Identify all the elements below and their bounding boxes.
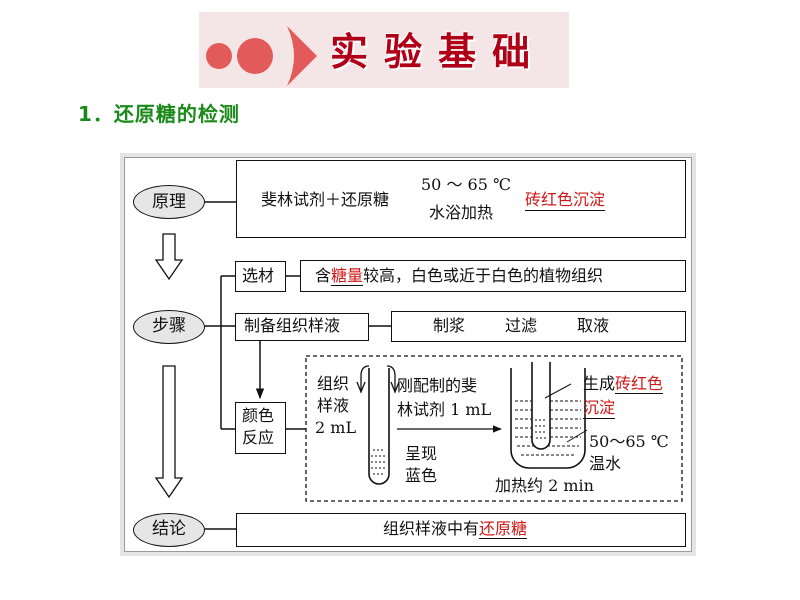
- banner-decoration-icon: [206, 26, 317, 86]
- sample-text: 样液: [317, 396, 350, 415]
- select-box: [235, 261, 286, 292]
- node-steps: [133, 310, 205, 344]
- diagram-connectors: [154, 196, 683, 530]
- reagent-text: 刚配制的斐: [397, 376, 478, 395]
- reaction-label: 颜色: [242, 406, 275, 425]
- node-conclusion-label: 结论: [152, 519, 186, 539]
- section-number: 1．: [78, 102, 114, 126]
- prep-label: 制备组织样液: [244, 316, 341, 335]
- test-tube-icon: [531, 362, 551, 450]
- process-step: 制浆: [433, 316, 466, 335]
- result-prefix: 生成: [583, 374, 616, 393]
- before-color-text: 蓝色: [405, 466, 438, 485]
- conclusion-highlight: 还原糖: [479, 519, 528, 539]
- select-detail-box: [300, 260, 686, 292]
- beaker-icon: [510, 368, 586, 469]
- reaction-box: [235, 402, 286, 454]
- select-highlight: 糖量: [331, 266, 364, 286]
- node-steps-label: 步骤: [152, 316, 186, 336]
- select-suffix: 较高，白色或近于白色的植物组织: [363, 266, 604, 285]
- section-banner: 实 验 基 础: [199, 12, 569, 88]
- down-arrow-icon: [154, 365, 184, 499]
- conclusion-text: 组织样液中有还原糖: [383, 519, 528, 539]
- principle-product: 砖红色沉淀: [525, 190, 606, 211]
- principle-condition-top: 50 ～ 65 ℃: [421, 175, 511, 194]
- node-principle-label: 原理: [152, 192, 186, 212]
- select-prefix: 含: [315, 266, 332, 285]
- section-heading: 1．还原糖的检测: [78, 98, 240, 127]
- result-highlight: 砖红色: [615, 374, 664, 394]
- reaction-label: 反应: [242, 428, 275, 447]
- sample-text: 组织: [317, 374, 350, 393]
- banner-char: 基: [437, 29, 476, 74]
- conclusion-box: [236, 513, 686, 547]
- result-highlight: 沉淀: [583, 398, 616, 419]
- node-conclusion: [133, 513, 205, 547]
- prep-box: [235, 313, 369, 341]
- sample-text: 2 mL: [315, 418, 357, 437]
- before-color-text: 呈现: [405, 444, 438, 463]
- process-box: [391, 311, 686, 342]
- reagent-text: 林试剂 1 mL: [397, 400, 492, 419]
- principle-reagents: 斐林试剂＋还原糖: [261, 190, 390, 209]
- banner-char: 验: [383, 29, 422, 74]
- bath-text: 温水: [589, 454, 622, 473]
- heat-time-text: 加热约 2 min: [495, 476, 594, 495]
- select-label: 选材: [242, 266, 275, 285]
- select-detail: 含糖量较高，白色或近于白色的植物组织: [315, 266, 603, 286]
- conclusion-prefix: 组织样液中有: [383, 519, 480, 538]
- down-arrow-icon: [154, 233, 184, 281]
- process-step: 取液: [577, 316, 610, 335]
- section-title: 还原糖的检测: [113, 102, 240, 126]
- process-step: 过滤: [505, 316, 538, 335]
- banner-char: 实: [329, 29, 368, 74]
- principle-condition-bottom: 水浴加热: [429, 203, 494, 222]
- temperature-text: 50～65 ℃: [589, 432, 669, 451]
- banner-char: 础: [491, 29, 530, 74]
- result-text: 生成砖红色: [583, 374, 664, 394]
- node-principle: [133, 185, 205, 219]
- principle-box: [236, 160, 686, 238]
- diagram-panel: 原理 步骤 结论 斐林试剂＋还原糖 50 ～ 65 ℃ 水浴加热 砖红色沉淀 选…: [124, 157, 692, 552]
- test-tube-icon: [368, 368, 390, 485]
